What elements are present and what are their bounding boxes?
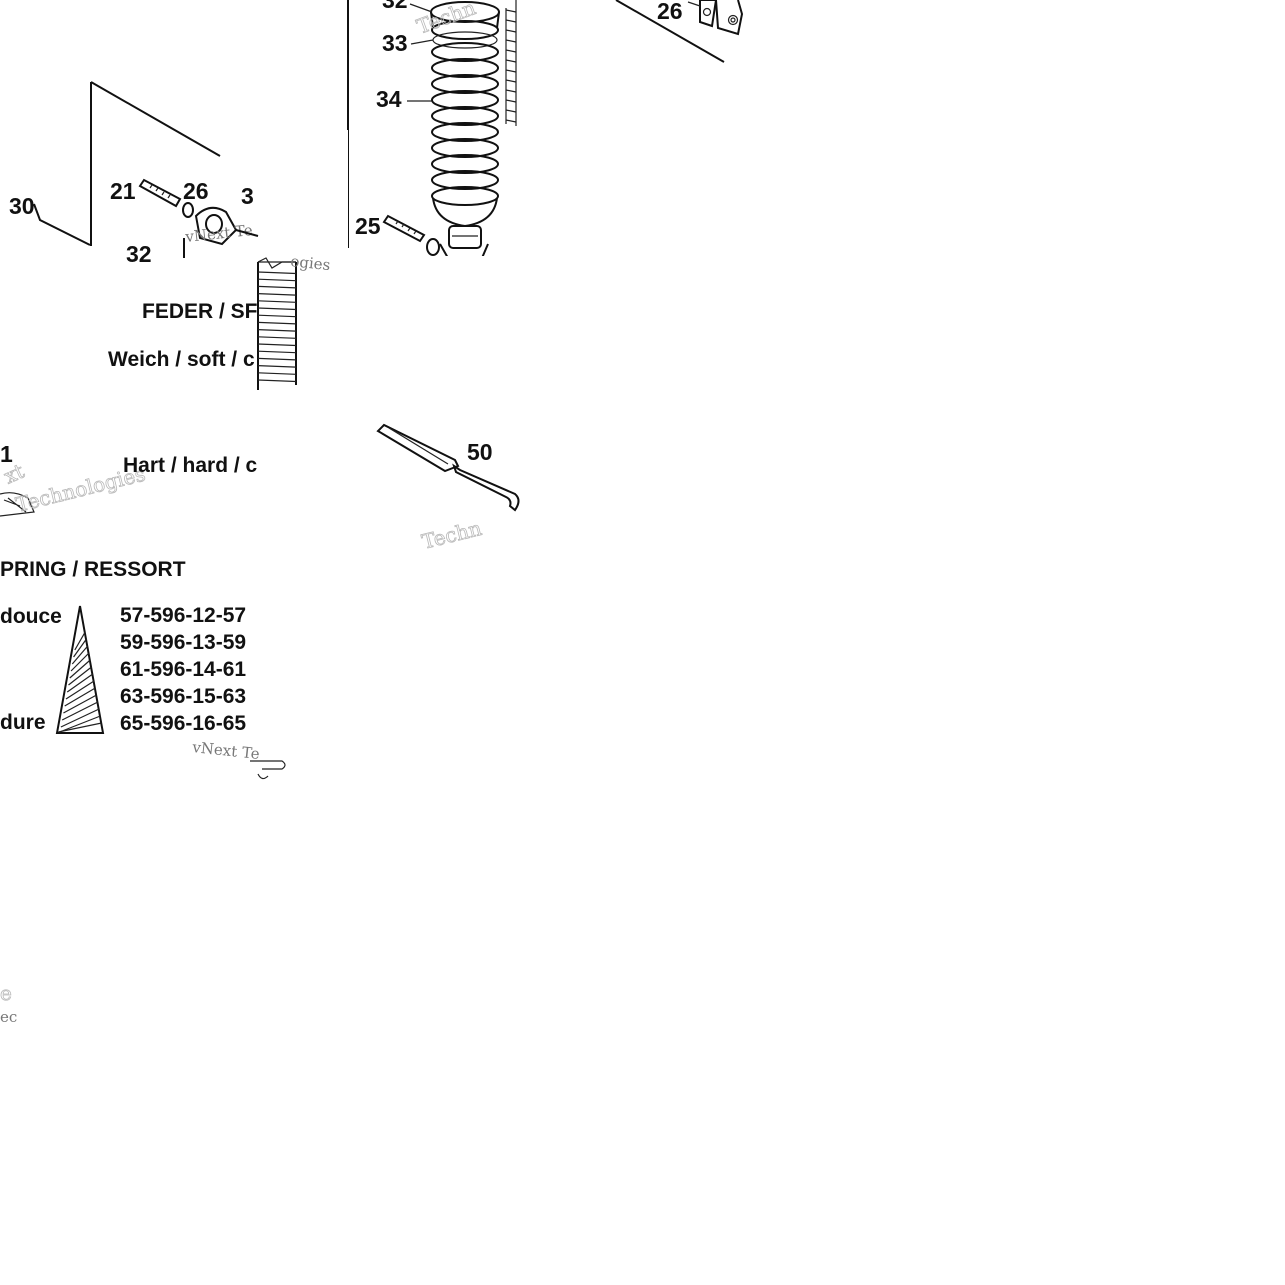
fragment-coil-line — [257, 278, 297, 282]
reservoir-ridge — [505, 69, 517, 73]
wedge-hatch-line — [74, 631, 86, 651]
wedge-hatch-line — [60, 708, 100, 728]
spring-rate-wedge — [55, 605, 105, 734]
part-number: 61-596-14-61 — [120, 658, 246, 681]
reservoir-ridge — [505, 109, 517, 113]
reservoir-ridge — [505, 19, 517, 23]
callout-26-right: 26 — [657, 0, 683, 24]
tile-gap — [258, 130, 348, 256]
fragment-coil-line — [257, 336, 297, 339]
spring-coil — [431, 170, 499, 190]
wedge-hatch-line — [65, 680, 95, 700]
callout-labels: 32 33 34 25 26 30 21 26 3 32 1 50 — [0, 0, 683, 467]
fragment-coil-line — [257, 350, 297, 354]
callout-26-left: 26 — [183, 178, 209, 204]
wedge-hatch-line — [59, 715, 101, 733]
wedge-hatch-line — [73, 638, 87, 658]
spring-fragment-center — [257, 256, 558, 556]
spring-coil — [431, 42, 499, 62]
svg-text:ec: ec — [0, 1008, 17, 1026]
svg-text:e: e — [0, 981, 12, 1005]
mounting-bracket — [687, 0, 744, 36]
fragment-coil-line — [257, 329, 297, 332]
fragment-coil-line — [257, 357, 297, 361]
hard-label-right: dure — [0, 711, 46, 734]
reservoir-ridge — [505, 89, 517, 93]
fragment-coil-line — [257, 293, 297, 296]
callout-50: 50 — [467, 439, 493, 465]
callout-32-top: 32 — [382, 0, 408, 13]
callout-34: 34 — [376, 86, 402, 112]
callout-21: 21 — [110, 178, 136, 204]
reservoir-ridge — [505, 39, 517, 43]
part-1-fragment — [0, 492, 35, 517]
part-number: 65-596-16-65 — [120, 712, 246, 735]
spring-coil — [431, 106, 499, 126]
reservoir-ridge — [505, 49, 517, 53]
callout-32-left: 32 — [126, 241, 152, 267]
fragment-coil-line — [257, 372, 297, 375]
spring-table: FEDER / SF PRING / RESSORT Weich / soft … — [0, 300, 258, 735]
fragment-coil-line — [257, 379, 297, 383]
hard-label-left: Hart / hard / c — [123, 454, 258, 477]
spring-header-part2: PRING / RESSORT — [0, 558, 186, 581]
part-number: 57-596-12-57 — [120, 604, 246, 627]
wedge-hatch-line — [70, 652, 90, 672]
spring-coil — [431, 154, 499, 174]
callout-33: 33 — [382, 30, 408, 56]
svg-text:Techn: Techn — [414, 0, 479, 39]
reservoir-ridge — [505, 9, 517, 13]
part-number: 63-596-15-63 — [120, 685, 246, 708]
part-number: 59-596-13-59 — [120, 631, 246, 654]
shock-frame-left — [33, 81, 221, 246]
spring-coil — [431, 58, 499, 78]
reservoir-ridge — [505, 59, 517, 63]
bolt-25 — [382, 214, 440, 256]
fragment-coil-line — [257, 321, 297, 325]
spring-coil — [431, 122, 499, 142]
reservoir-ridge — [505, 79, 517, 83]
small-hook — [250, 760, 286, 780]
spring-coil — [431, 138, 499, 158]
spring-coil — [431, 186, 499, 206]
svg-text:vNext Te: vNext Te — [191, 738, 261, 763]
spring-header-part1: FEDER / SF — [142, 300, 258, 323]
wedge-hatch-line — [66, 673, 94, 693]
spring-coil — [431, 90, 499, 110]
svg-text:vNext Te: vNext Te — [184, 221, 254, 246]
wedge-hatch-line — [69, 659, 91, 679]
fragment-coil-line — [257, 365, 297, 368]
wedge-hatch-line — [71, 645, 89, 665]
fragment-coil-line — [257, 343, 297, 347]
callout-30: 30 — [9, 193, 35, 219]
reservoir-ridge — [505, 119, 517, 123]
wedge-hatch-line — [68, 666, 92, 686]
soft-label-left: Weich / soft / c — [108, 348, 255, 371]
spring-coil — [431, 74, 499, 94]
soft-label-right: douce — [0, 605, 62, 628]
bolt-21-assembly — [138, 178, 238, 258]
wedge-hatch-line — [64, 687, 96, 707]
wedge-hatch-line — [61, 701, 99, 721]
fragment-coil-line — [257, 307, 297, 311]
shock-absorber-spring — [430, 0, 517, 259]
callout-31-partial: 3 — [241, 183, 254, 209]
fragment-coil-line — [257, 300, 297, 303]
reservoir-ridge — [505, 29, 517, 33]
fragment-coil-line — [257, 271, 297, 275]
wedge-hatch-line — [63, 694, 97, 714]
wedge-part-50 — [376, 423, 520, 512]
svg-text:ogies: ogies — [290, 252, 332, 274]
fragment-coil-line — [257, 314, 297, 318]
eye-31-edge — [235, 229, 259, 237]
reservoir-ridge — [505, 99, 517, 103]
callout-1-partial: 1 — [0, 441, 13, 467]
fragment-coil-line — [257, 285, 297, 289]
callout-25: 25 — [355, 213, 381, 239]
wedge-hatch-line — [58, 722, 102, 733]
